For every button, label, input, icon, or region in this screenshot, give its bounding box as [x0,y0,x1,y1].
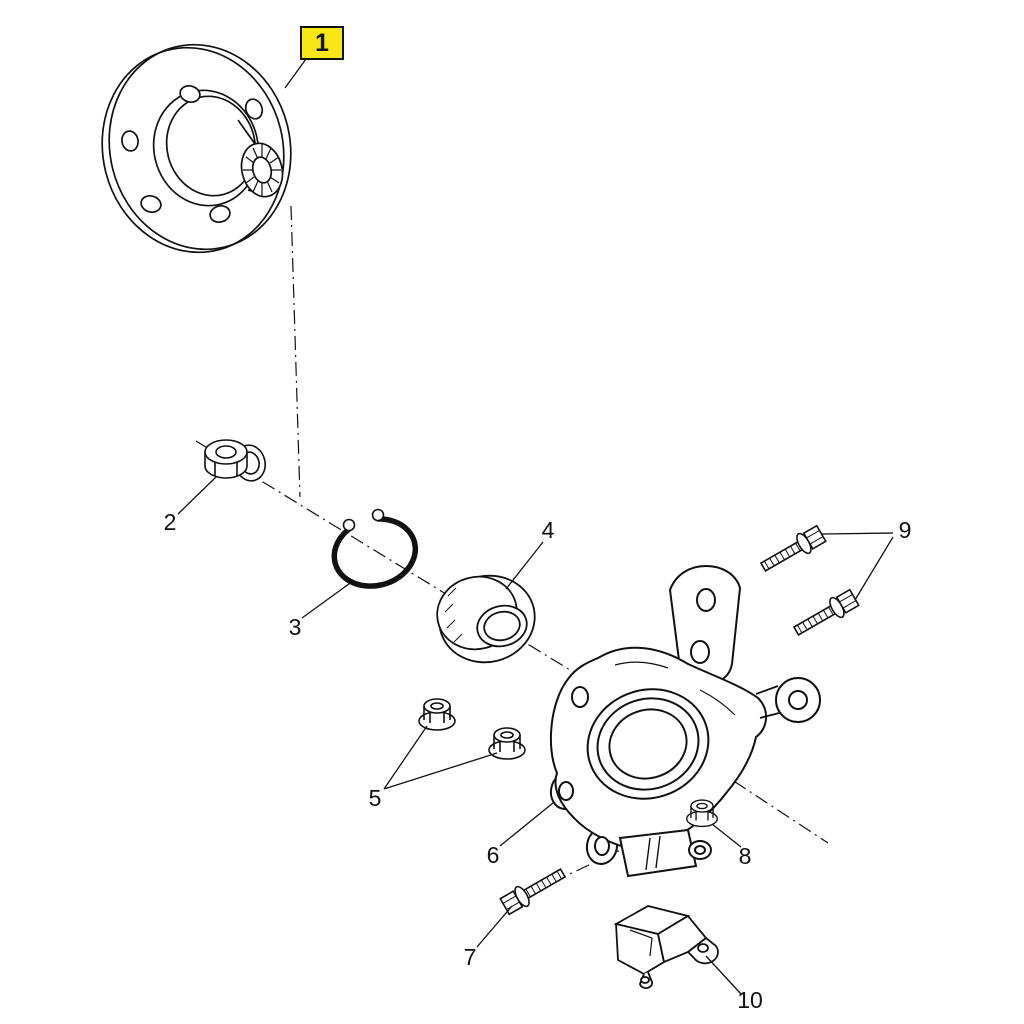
mounting-bolt-2 [789,587,861,642]
callout-5-label: 5 [369,785,382,811]
snap-ring [331,508,419,589]
callout-1-label: 1 [315,29,329,57]
callout-10-label: 10 [737,987,763,1013]
spindle-nut [204,439,266,482]
stud-nut [686,799,718,828]
callout-7-label: 7 [464,944,477,970]
flange-nut-1 [418,698,456,731]
mounting-bolt-1 [756,523,828,578]
wheel-bearing [436,574,536,664]
leader-lines [177,58,894,995]
callout-8-label: 8 [739,843,752,869]
callout-4-label: 4 [542,517,555,543]
callout-labels: 2 3 4 5 6 7 8 9 10 [164,509,912,1013]
callout-9-label: 9 [899,517,912,543]
callout-3-label: 3 [289,614,302,640]
callout-1-box[interactable] [300,26,344,60]
callout-2-label: 2 [164,509,177,535]
callout-1-marker[interactable]: 1 [300,26,344,60]
steering-knuckle [549,564,821,878]
wheel-hub [101,43,292,254]
callout-6-label: 6 [487,842,500,868]
shield-bracket [613,905,719,989]
